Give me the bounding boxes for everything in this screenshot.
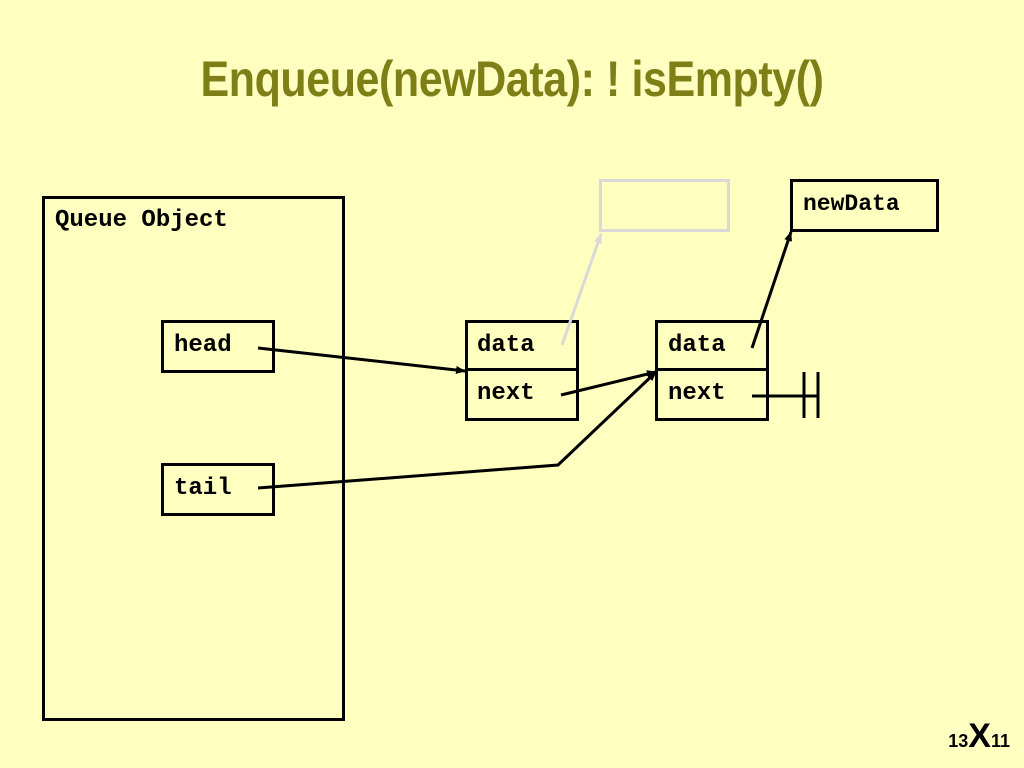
node1-data-label: data: [477, 332, 535, 359]
ghost-data-arrow: [560, 233, 603, 346]
node1-next-cell: [465, 368, 579, 421]
slide-number-right: 11: [990, 731, 1010, 751]
slide-number-left: 13: [948, 731, 969, 751]
node2-next-label: next: [668, 380, 726, 407]
node1-next-label: next: [477, 380, 535, 407]
head-arrow: [257, 346, 466, 374]
ghost-data-box: [599, 179, 730, 232]
queue-object-label: Queue Object: [55, 207, 228, 234]
queue-object-box: [42, 196, 345, 721]
tail-label: tail: [174, 475, 232, 502]
new-data-label: newData: [803, 191, 900, 217]
slide-number-mark: X: [968, 717, 991, 755]
head-field: [161, 320, 275, 373]
new-data-arrow: [750, 231, 793, 349]
slide-title: Enqueue(newData): ! isEmpty(): [200, 51, 824, 107]
head-label: head: [174, 332, 232, 359]
tail-arrow: [257, 370, 658, 490]
node2-data-label: data: [668, 332, 726, 359]
slide-number: 13X11: [948, 717, 1010, 756]
tail-field: [161, 463, 275, 516]
node1-next-arrow: [560, 370, 657, 397]
new-data-box: [790, 179, 939, 232]
